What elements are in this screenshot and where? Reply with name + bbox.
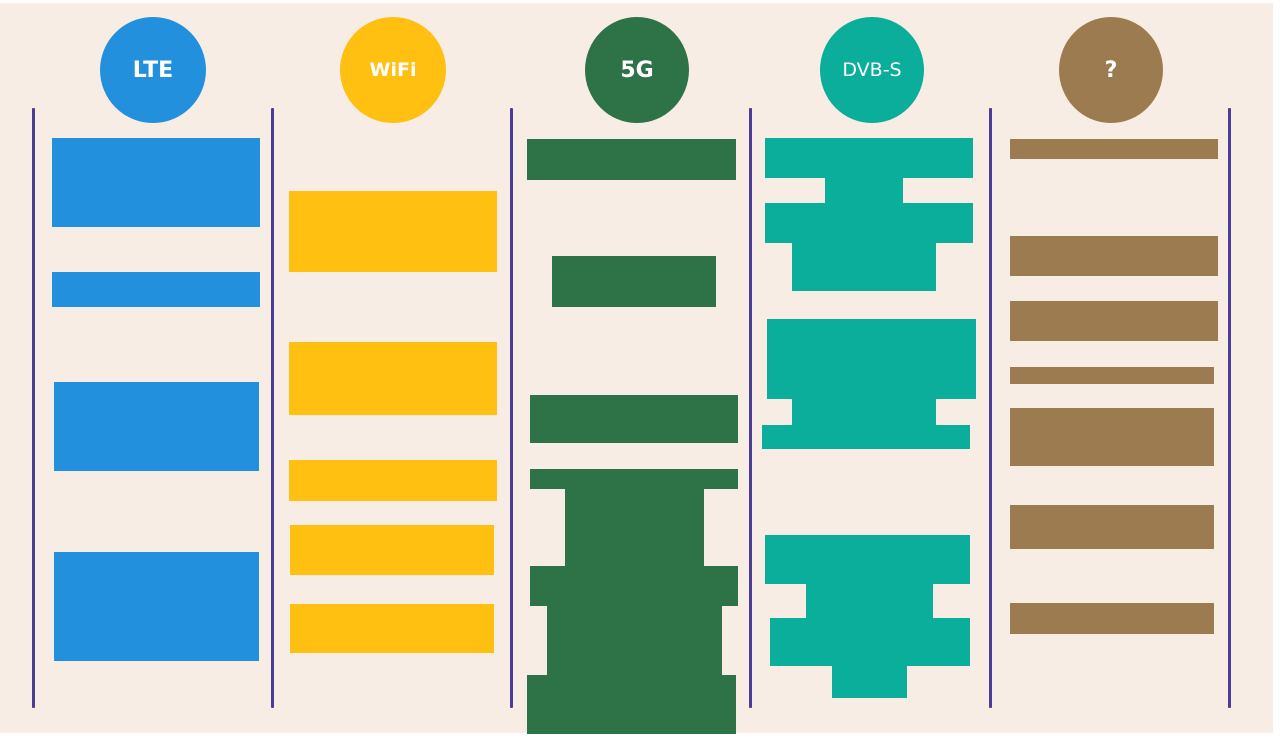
- timeslot-block-dvbs: [825, 178, 903, 203]
- column-divider: [749, 108, 752, 708]
- timeslot-block-dvbs: [765, 138, 973, 178]
- timeslot-block-unknown: [1010, 367, 1214, 384]
- column-divider: [1228, 108, 1231, 708]
- column-divider: [32, 108, 35, 708]
- tech-badge-label: WiFi: [369, 59, 417, 81]
- timeslot-block-dvbs: [806, 584, 933, 618]
- timeslot-block-5g: [527, 675, 736, 734]
- timeslot-block-5g: [527, 139, 736, 180]
- timeslot-block-5g: [547, 606, 722, 675]
- tech-badge-label: DVB-S: [842, 59, 902, 81]
- timeslot-block-wifi: [290, 525, 494, 575]
- timeslot-block-5g: [530, 566, 738, 606]
- timeslot-block-unknown: [1010, 505, 1214, 549]
- column-divider: [989, 108, 992, 708]
- tech-badge-unknown: ?: [1059, 17, 1163, 123]
- timeslot-block-wifi: [289, 342, 497, 415]
- timeslot-block-lte: [52, 138, 260, 227]
- timeslot-block-dvbs: [765, 535, 970, 584]
- timeslot-block-dvbs: [765, 203, 973, 243]
- tech-badge-label: ?: [1104, 57, 1118, 83]
- timeslot-block-unknown: [1010, 236, 1218, 276]
- timeslot-block-lte: [54, 382, 259, 471]
- timeslot-block-dvbs: [832, 666, 907, 698]
- column-divider: [510, 108, 513, 708]
- tech-badge-5g: 5G: [585, 17, 689, 123]
- timeslot-block-5g: [565, 489, 704, 566]
- timeslot-block-unknown: [1010, 408, 1214, 466]
- timeslot-block-dvbs: [770, 618, 970, 666]
- tech-badge-label: 5G: [620, 57, 654, 83]
- technology-comparison-diagram: LTE WiFi 5G DVB-S?: [0, 3, 1273, 734]
- timeslot-block-wifi: [290, 604, 494, 653]
- timeslot-block-dvbs: [792, 399, 936, 425]
- timeslot-block-dvbs: [762, 425, 970, 449]
- timeslot-block-dvbs: [767, 319, 976, 399]
- timeslot-block-wifi: [289, 460, 497, 501]
- timeslot-block-unknown: [1010, 603, 1214, 634]
- timeslot-block-5g: [530, 395, 738, 443]
- timeslot-block-unknown: [1010, 139, 1218, 159]
- timeslot-block-lte: [52, 272, 260, 307]
- tech-badge-dvbs: DVB-S: [820, 17, 924, 123]
- timeslot-block-lte: [54, 552, 259, 661]
- timeslot-block-unknown: [1010, 301, 1218, 341]
- column-divider: [271, 108, 274, 708]
- timeslot-block-5g: [552, 256, 716, 307]
- tech-badge-lte: LTE: [100, 17, 206, 123]
- timeslot-block-wifi: [289, 191, 497, 272]
- tech-badge-wifi: WiFi: [340, 17, 446, 123]
- tech-badge-label: LTE: [132, 57, 174, 83]
- timeslot-block-dvbs: [792, 243, 936, 291]
- timeslot-block-5g: [530, 469, 738, 489]
